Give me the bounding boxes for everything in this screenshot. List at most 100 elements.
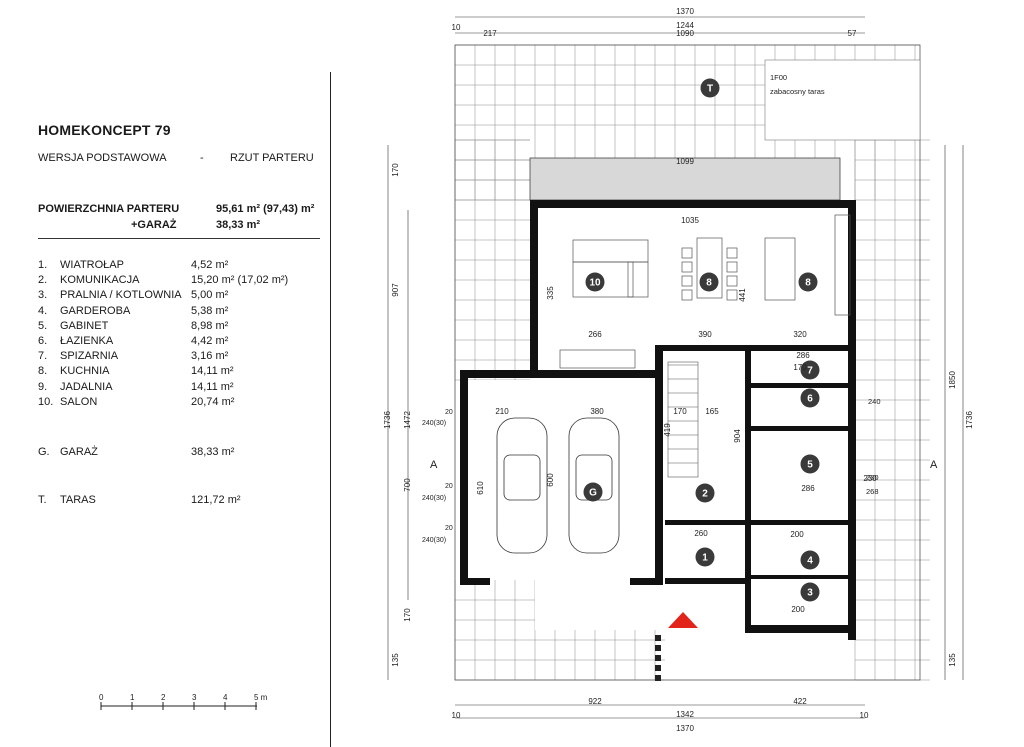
ground-area-row: POWIERZCHNIA PARTERU 95,61 m² (97,43) m² — [38, 203, 323, 215]
room-row: 2. KOMUNIKACJA 15,20 m² (17,02 m²) — [38, 274, 328, 289]
dining-table — [696, 237, 723, 299]
room-area: 8,98 m² — [191, 319, 229, 332]
dimension-label: 170 — [793, 363, 807, 372]
wall-north — [530, 200, 855, 208]
dimension-label: 1370 — [676, 724, 694, 733]
sofa-chaise — [572, 261, 634, 298]
room-area: 14,11 m² — [191, 365, 234, 378]
garage-interior — [460, 380, 660, 580]
garage-name: GARAŻ — [60, 446, 98, 458]
room-marker-label: 8 — [706, 278, 712, 289]
project-title: HOMEKONCEPT 79 — [38, 122, 171, 138]
room-marker-label: 5 — [807, 460, 813, 471]
room-marker-circle — [695, 483, 715, 503]
room-number: 9. — [38, 380, 48, 393]
garage-number: G. — [38, 446, 50, 458]
dimension-label: 240(30) — [422, 537, 446, 544]
room-name: SPIZARNIA — [60, 350, 119, 363]
dimension-label: 135 — [391, 653, 400, 667]
dimension-label: 135 — [948, 653, 957, 667]
dimension-label: 200 — [791, 605, 805, 614]
dimension-label: 335 — [546, 286, 555, 300]
room-number: 1. — [38, 259, 48, 271]
area-divider — [38, 238, 320, 239]
dimension-label: 10 — [860, 711, 869, 720]
terrace-label: 1F00 — [770, 73, 787, 82]
chair — [681, 247, 693, 259]
version-label: WERSJA PODSTAWOWA — [38, 152, 167, 164]
legend-panel: HOMEKONCEPT 79 WERSJA PODSTAWOWA - RZUT … — [0, 0, 330, 747]
dimension-label: 380 — [590, 407, 604, 416]
room-area: 20,74 m² — [191, 395, 235, 408]
dimension-label: 1342 — [676, 710, 694, 719]
room-marker-label: 10 — [589, 278, 601, 289]
dimension-label: 1035 — [681, 216, 699, 225]
room-marker-label: 8 — [805, 278, 811, 289]
entrance-step — [655, 645, 661, 651]
dimension-label: 441 — [738, 288, 747, 302]
room-marker-label: T — [707, 84, 713, 95]
dimension-label: 1244 — [676, 21, 694, 30]
dimension-label: 20 — [445, 525, 453, 532]
entrance — [655, 612, 698, 681]
ground-area-value: 95,61 m² (97,43) m² — [216, 203, 315, 215]
room-marker-label: 2 — [702, 489, 708, 500]
dimension-label: 240 — [868, 397, 881, 406]
room-number: 2. — [38, 274, 48, 287]
garage-area-label: +GARAŻ — [131, 219, 177, 231]
terrace-row: T. TARAS 121,72 m² — [38, 494, 328, 509]
dimension-label: 907 — [391, 283, 400, 297]
chair — [726, 247, 738, 259]
room-marker-circle — [800, 388, 820, 408]
chair — [681, 289, 693, 301]
room-marker-circle — [800, 550, 820, 570]
room-marker-label: 3 — [807, 588, 813, 599]
wall-west-upper — [530, 200, 538, 370]
room-marker-circle — [699, 272, 719, 292]
dimension-label: 57 — [848, 29, 857, 38]
ground-area-label: POWIERZCHNIA PARTERU — [38, 203, 180, 215]
terrace-note: zabacosny taras — [770, 87, 825, 96]
chair — [726, 289, 738, 301]
room-name: GARDEROBA — [60, 304, 131, 317]
room-name: JADALNIA — [60, 380, 113, 393]
wall-south — [745, 625, 855, 633]
wall-east — [848, 200, 856, 640]
chair — [681, 261, 693, 273]
room-number: 7. — [38, 350, 48, 363]
room-name: KOMUNIKACJA — [60, 274, 140, 287]
terrace-outline — [454, 44, 921, 681]
room-marker-circle — [800, 582, 820, 602]
room-marker-circle — [700, 78, 720, 98]
wall-garage-west — [460, 370, 468, 585]
terrace-name: TARAS — [60, 494, 96, 506]
chair — [726, 275, 738, 287]
dimension-label: 1736 — [965, 411, 974, 429]
chair — [726, 261, 738, 273]
upper-terrace-box — [764, 59, 921, 141]
room-marker: 1 — [695, 547, 715, 567]
dimension-lines — [387, 16, 964, 719]
dimension-label: 286 — [796, 351, 810, 360]
chair — [681, 275, 693, 287]
room-marker: 8 — [798, 272, 818, 292]
dimension-label: 170 — [391, 163, 400, 177]
wall-vestibule-south — [665, 578, 745, 584]
section-marker: A — [930, 459, 938, 471]
kitchen-island — [764, 237, 796, 301]
dimension-label: 1099 — [676, 157, 694, 166]
car-body — [496, 417, 548, 554]
room-number: 5. — [38, 319, 48, 332]
dimension-label: 10 — [452, 711, 461, 720]
room-marker-label: 7 — [807, 366, 813, 377]
garage-area-value: 38,33 m² — [216, 219, 261, 231]
scale-tick-label: 2 — [161, 693, 166, 702]
room-area: 15,20 m² (17,02 m²) — [191, 274, 289, 287]
room-name: KUCHNIA — [60, 365, 110, 378]
dimension-label: 20 — [445, 409, 453, 416]
